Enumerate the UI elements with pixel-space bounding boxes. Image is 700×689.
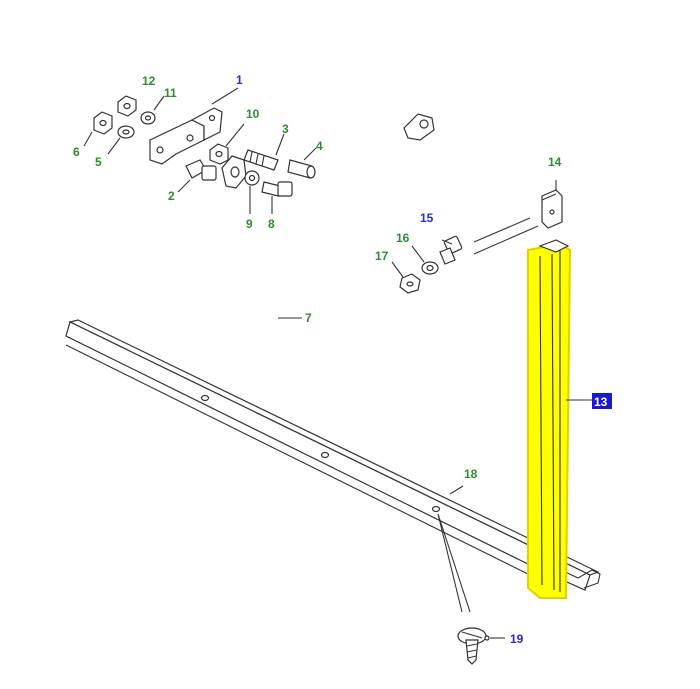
callout-18: 18: [464, 467, 478, 481]
bracket-1: [149, 87, 239, 165]
stud-3: [243, 133, 285, 171]
nut-12: [117, 95, 137, 117]
screw-19: [437, 513, 505, 665]
callout-12: 12: [142, 74, 156, 88]
nut-6: [83, 111, 113, 147]
callout-9: 9: [246, 217, 253, 231]
callout-6: 6: [73, 145, 80, 159]
floor-rail: [65, 319, 601, 591]
bracket-14: [473, 180, 563, 255]
callout-15: 15: [420, 211, 434, 225]
callout-2: 2: [168, 189, 175, 203]
bolt-15: [439, 235, 463, 265]
callout-13: 13: [594, 395, 608, 409]
washer-5: [107, 125, 135, 155]
nut-10: [209, 123, 245, 165]
callout-4: 4: [316, 139, 323, 153]
callout-7: 7: [305, 311, 312, 325]
washer-16: [411, 245, 439, 275]
washer-11: [140, 95, 165, 125]
callout-5: 5: [95, 155, 102, 169]
bolt-8: [261, 181, 293, 214]
earth-cable: [203, 113, 435, 362]
callout-8: 8: [268, 217, 275, 231]
bolt-2: [177, 159, 217, 193]
callout-14: 14: [548, 155, 562, 169]
spacer-4: [287, 147, 317, 179]
washer-9: [244, 170, 260, 214]
callout-16: 16: [396, 231, 410, 245]
callout-19: 19: [510, 632, 524, 646]
callout-3: 3: [282, 122, 289, 136]
callout-13-box[interactable]: [592, 393, 612, 409]
vertical-pillar[interactable]: [527, 239, 592, 599]
callout-11: 11: [164, 86, 177, 100]
nut-17: [391, 261, 421, 294]
callout-10: 10: [246, 107, 260, 121]
callout-labels: 1 2 3 4 5 6 7 8 9 10 11 12 13 14 15 16 1…: [73, 73, 612, 646]
callout-17: 17: [375, 249, 389, 263]
callout-1: 1: [236, 73, 243, 87]
